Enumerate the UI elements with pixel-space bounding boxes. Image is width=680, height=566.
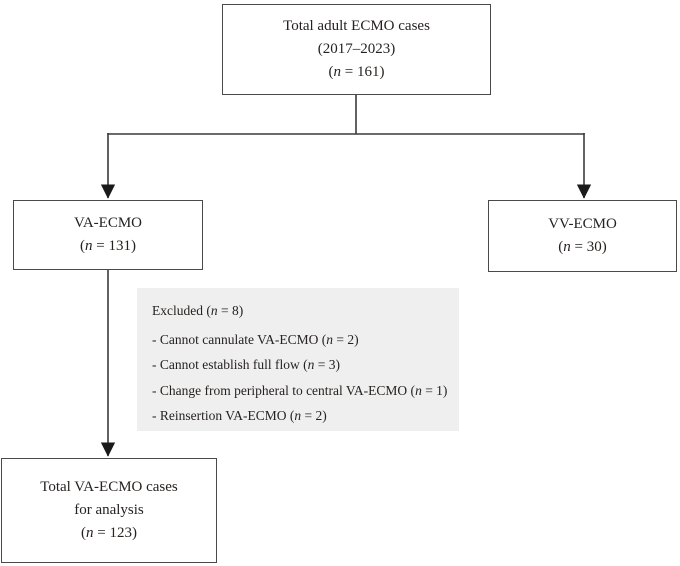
box-text-line: VV-ECMO <box>548 216 617 232</box>
excluded-item: - Cannot establish full flow (n = 3) <box>152 357 340 373</box>
total-ecmo-cases-box: Total adult ECMO cases (2017–2023) (n = … <box>222 4 491 95</box>
excluded-item: - Cannot cannulate VA-ECMO (n = 2) <box>152 332 359 347</box>
box-text-line: VA-ECMO <box>73 215 143 231</box>
box-text-line: (n = 131) <box>80 238 136 254</box>
box-text-line: (2017–2023) <box>317 41 396 57</box>
excluded-item: - Change from peripheral to central VA-E… <box>152 382 448 398</box>
box-text-line: for analysis <box>74 502 144 518</box>
box-text-line: Total VA-ECMO cases <box>40 479 178 495</box>
total-va-ecmo-analysis-box: Total VA-ECMO cases for analysis (n = 12… <box>1 458 217 563</box>
excluded-cases-box: Excluded (n = 8) - Cannot cannulate VA-E… <box>137 288 459 431</box>
box-text-line: (n = 161) <box>328 64 385 80</box>
vv-ecmo-box: VV-ECMO (n = 30) <box>488 200 677 272</box>
box-text-line: (n = 123) <box>81 525 137 541</box>
va-ecmo-box: VA-ECMO (n = 131) <box>13 200 203 270</box>
box-text-line: (n = 30) <box>558 239 607 255</box>
box-text-line: Total adult ECMO cases <box>283 18 430 34</box>
excluded-item: - Reinsertion VA-ECMO (n = 2) <box>152 408 327 424</box>
excluded-title: Excluded (n = 8) <box>152 303 244 318</box>
